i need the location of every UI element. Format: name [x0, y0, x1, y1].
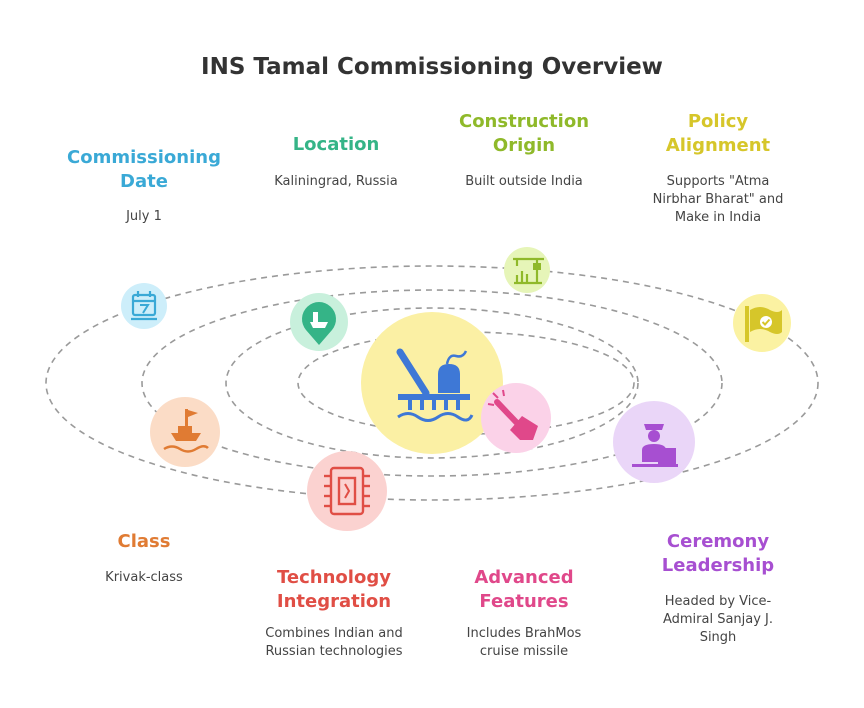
map-pin-ship-icon [302, 302, 337, 345]
desc-ceremony-leadership: Headed by Vice- Admiral Sanjay J. Singh [662, 594, 774, 645]
label-commissioning-date: Commissioning Date [67, 147, 221, 192]
label-construction-origin: Construction Origin [458, 111, 590, 156]
desc-policy-alignment: Supports "Atma Nirbhar Bharat" and Make … [652, 174, 784, 225]
label-location: Location [292, 134, 380, 155]
center-node [361, 312, 503, 454]
label-ceremony-leadership: Ceremony Leadership [661, 531, 775, 576]
features-node [481, 383, 551, 453]
date-node [121, 283, 167, 329]
ceremony-node [613, 401, 695, 483]
desc-technology-integration: Combines Indian and Russian technologies [265, 626, 403, 659]
ship-flag-icon [163, 409, 209, 453]
desc-class: Krivak-class [105, 570, 183, 585]
desc-commissioning-date: July 1 [126, 209, 162, 224]
warship-icon [396, 348, 474, 422]
label-class: Class [117, 531, 171, 552]
orbit-ring-third [141, 289, 723, 477]
label-policy-alignment: Policy Alignment [665, 111, 771, 156]
orbit-ring-outer [45, 265, 819, 501]
policy-node [733, 294, 791, 352]
orbit-ring-second [225, 307, 639, 459]
factory-crane-icon [513, 257, 544, 285]
desc-advanced-features: Includes BrahMos cruise missile [466, 626, 582, 659]
missile-icon [487, 389, 538, 440]
label-technology-integration: Technology Integration [276, 567, 392, 612]
flag-check-icon [745, 306, 782, 342]
label-advanced-features: Advanced Features [474, 567, 574, 612]
construction-node [504, 247, 550, 293]
location-node [290, 293, 348, 351]
class-node [150, 397, 220, 467]
diagram-title: INS Tamal Commissioning Overview [201, 54, 663, 80]
desc-construction-origin: Built outside India [465, 174, 583, 189]
desc-location: Kaliningrad, Russia [274, 174, 398, 189]
technology-node [307, 451, 387, 531]
calendar-icon [131, 291, 157, 321]
chip-icon [324, 466, 370, 516]
officer-podium-icon [632, 424, 678, 467]
